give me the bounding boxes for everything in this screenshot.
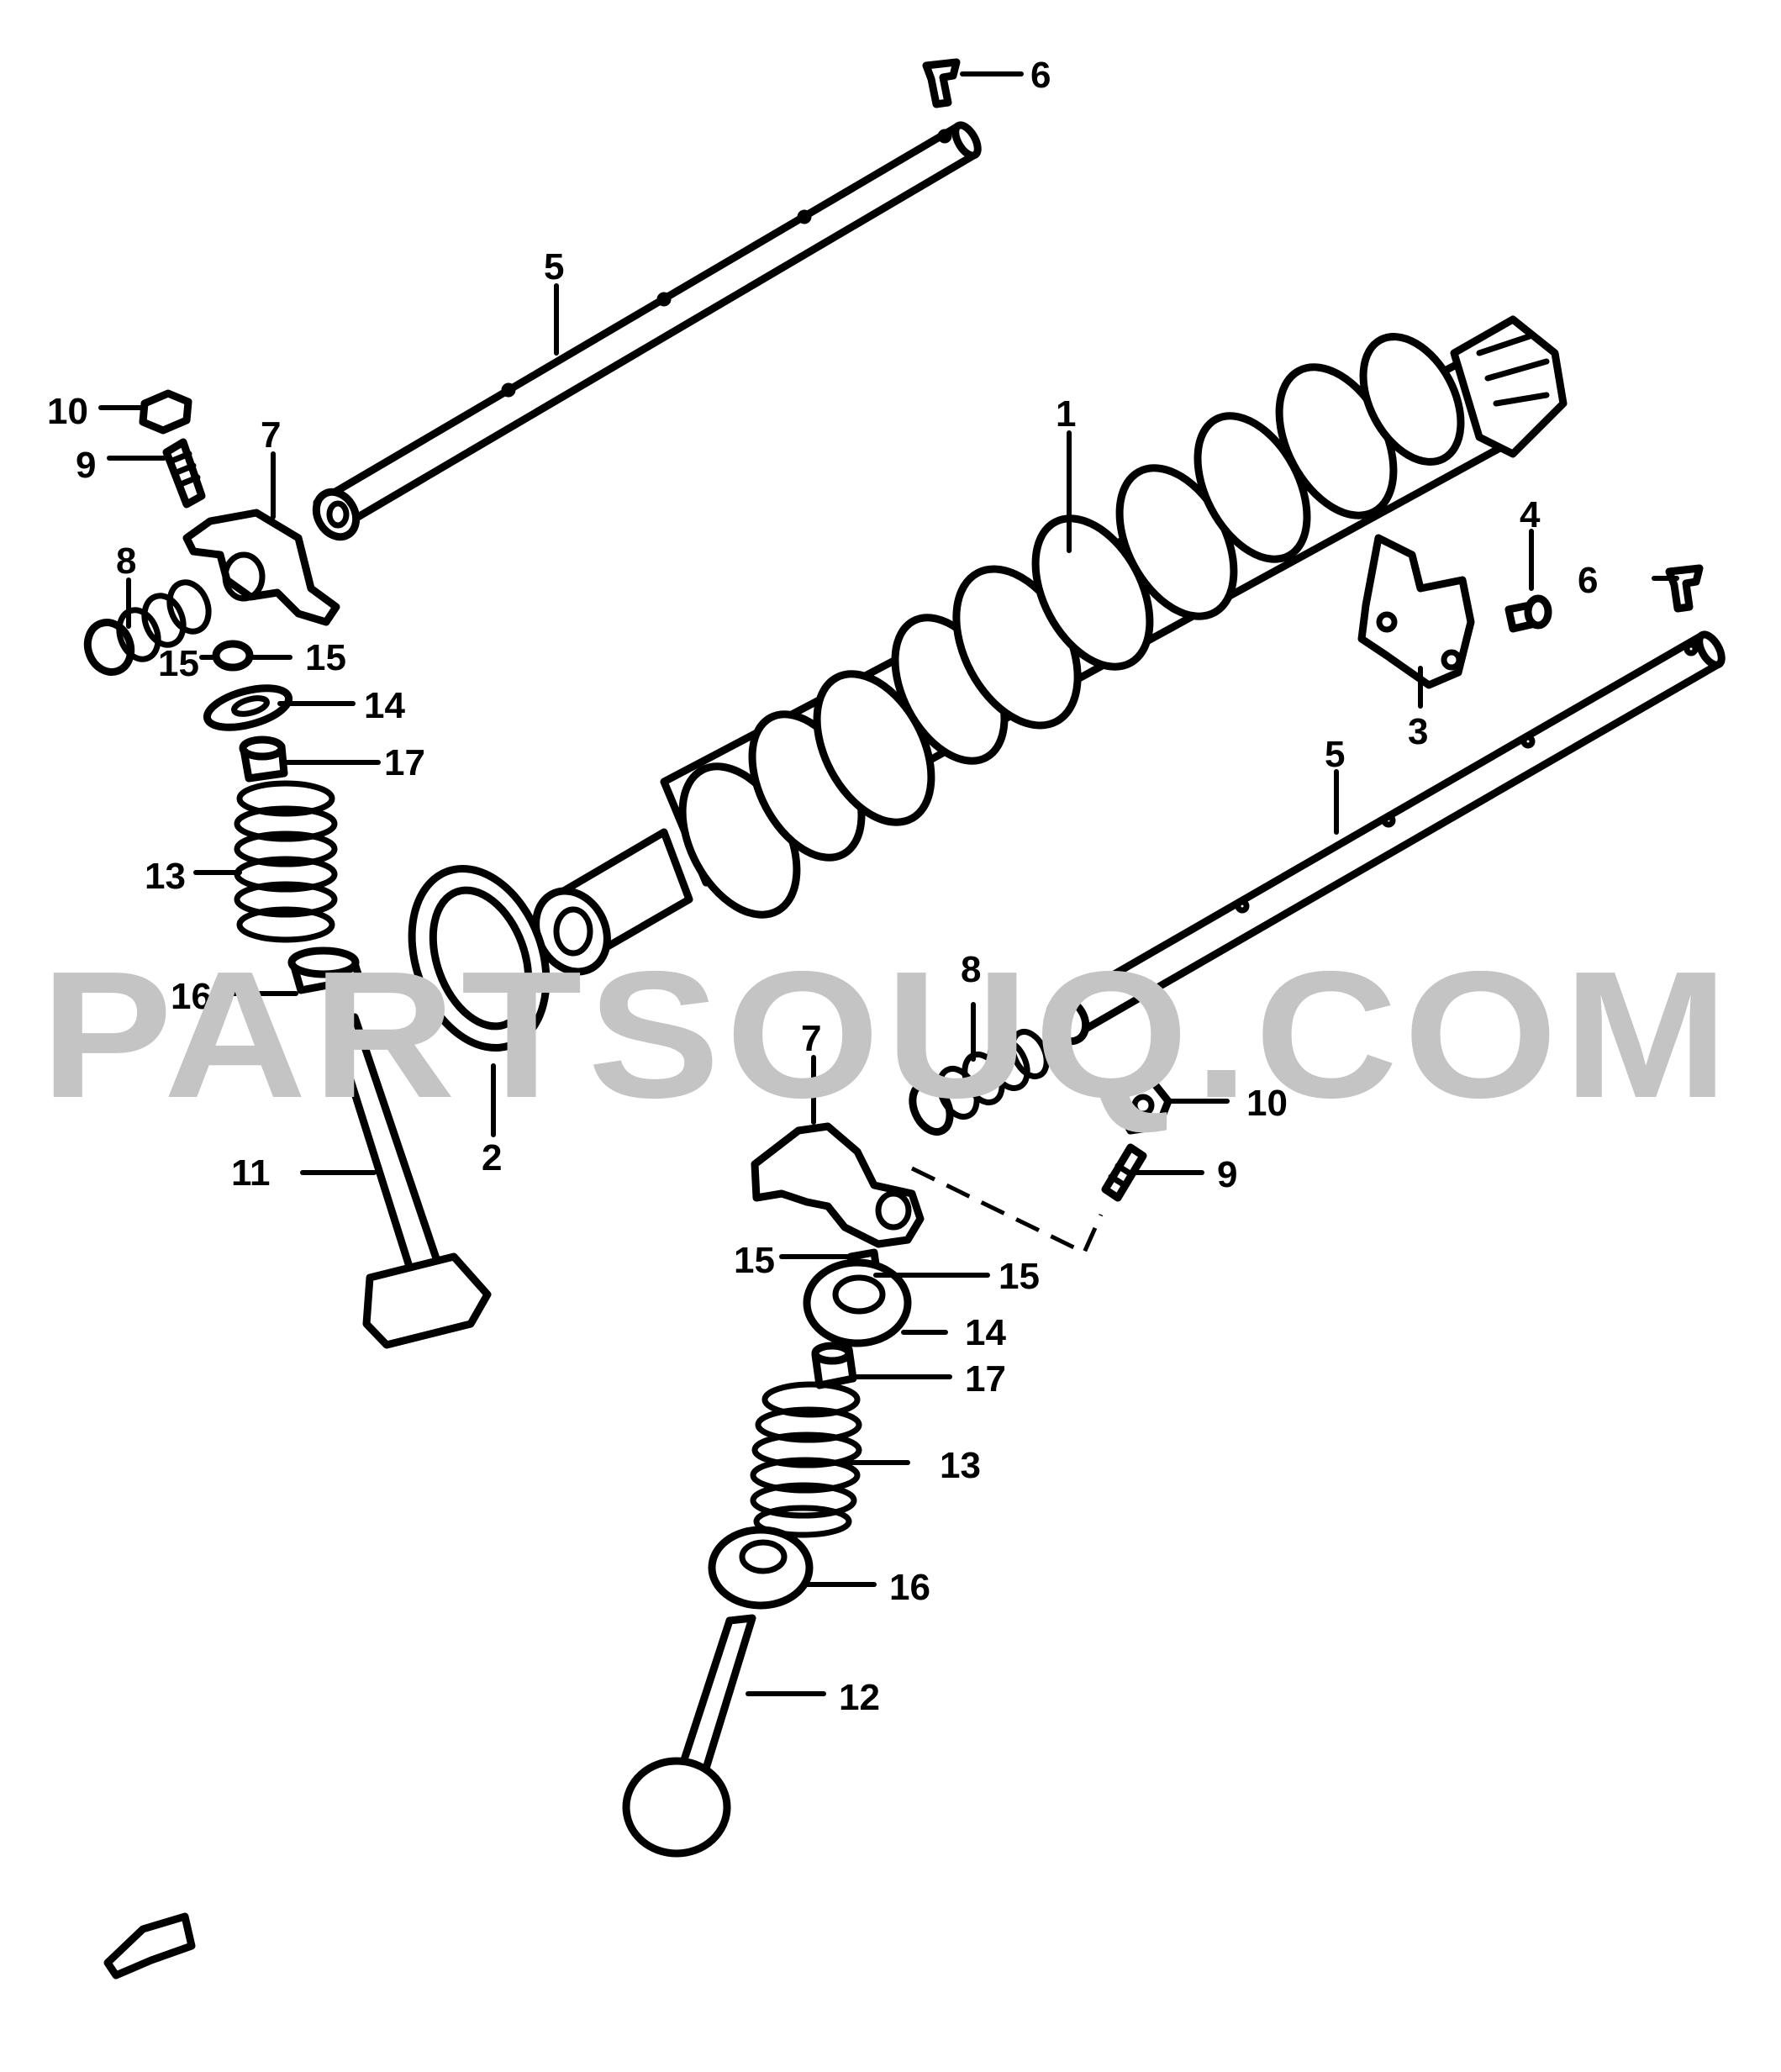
adjust-screw-left[interactable] [162, 438, 206, 509]
callout-7-right: 7 [801, 1018, 821, 1059]
callout-15-right-b: 15 [999, 1256, 1040, 1297]
callout-5-lower: 5 [1325, 734, 1345, 775]
callout-15-left-b: 15 [305, 637, 346, 678]
shaft-bolt-upper[interactable] [922, 58, 961, 108]
shaft-spring-right[interactable] [905, 1026, 1053, 1138]
watermark-text: PARTSOUQ.COM [40, 933, 1734, 1136]
callout-11: 11 [231, 1152, 271, 1194]
callout-10-left: 10 [47, 391, 88, 432]
assembly-relation-line [910, 1166, 1104, 1256]
leader-lines [98, 71, 1679, 1696]
callout-7-left: 7 [261, 414, 281, 456]
callout-15-right-a: 15 [734, 1240, 775, 1281]
callout-16-left: 16 [171, 976, 212, 1017]
callout-labels: 1 2 3 4 5 5 6 6 7 7 8 8 9 9 10 10 11 12 … [47, 55, 1598, 1718]
callout-3: 3 [1408, 711, 1428, 752]
adjust-screw-right[interactable] [1101, 1143, 1147, 1202]
exhaust-valve[interactable] [622, 1614, 756, 1858]
callout-9-left: 9 [76, 445, 96, 486]
callout-1: 1 [1056, 393, 1076, 435]
spring-seat-right[interactable] [708, 1526, 814, 1610]
callout-5-upper: 5 [544, 246, 564, 287]
spring-retainer-right[interactable] [803, 1258, 912, 1347]
callout-17-right: 17 [965, 1358, 1006, 1400]
callout-13-left: 13 [145, 856, 186, 897]
rocker-arm-right[interactable] [751, 1122, 925, 1248]
shaft-spring-left[interactable] [81, 577, 215, 677]
spring-seat-left[interactable] [287, 946, 364, 994]
callout-10-right: 10 [1246, 1083, 1288, 1124]
callout-14-left: 14 [364, 685, 405, 726]
callout-12: 12 [839, 1677, 880, 1718]
callout-8-left: 8 [116, 540, 136, 582]
callout-16-right: 16 [889, 1567, 930, 1608]
stem-seal-left[interactable] [239, 735, 288, 783]
callout-13-right: 13 [940, 1445, 981, 1486]
callout-15-left-a: 15 [158, 643, 199, 684]
callout-9-right: 9 [1217, 1154, 1237, 1195]
plate-bolt[interactable] [1504, 594, 1552, 633]
spring-retainer-left[interactable] [203, 681, 293, 735]
callout-4: 4 [1520, 494, 1541, 535]
camshaft[interactable] [522, 315, 1568, 984]
shaft-bolt-lower[interactable] [1665, 564, 1704, 613]
valve-cotter-left[interactable] [212, 640, 254, 672]
rocker-shaft-upper[interactable] [308, 121, 983, 545]
thrust-plate[interactable] [1357, 534, 1475, 689]
callout-8-right: 8 [961, 949, 981, 990]
callout-6-upper: 6 [1030, 55, 1051, 96]
callout-6-lower: 6 [1578, 560, 1598, 601]
intake-valve[interactable] [328, 1013, 492, 1349]
stem-seal-right[interactable] [811, 1342, 857, 1389]
rocker-shaft-lower[interactable] [1042, 630, 1726, 1048]
front-direction-arrow-icon [103, 1912, 196, 1980]
rocker-arm-left[interactable] [182, 509, 340, 626]
callout-14-right: 14 [965, 1312, 1006, 1353]
valve-spring-left[interactable] [234, 780, 338, 943]
lock-nut-right[interactable] [1114, 1076, 1172, 1135]
callout-17-left: 17 [384, 742, 425, 783]
callout-2: 2 [482, 1137, 502, 1178]
oil-seal[interactable] [388, 850, 570, 1067]
lock-nut-left[interactable] [139, 389, 192, 435]
valve-spring-right[interactable] [750, 1381, 862, 1538]
